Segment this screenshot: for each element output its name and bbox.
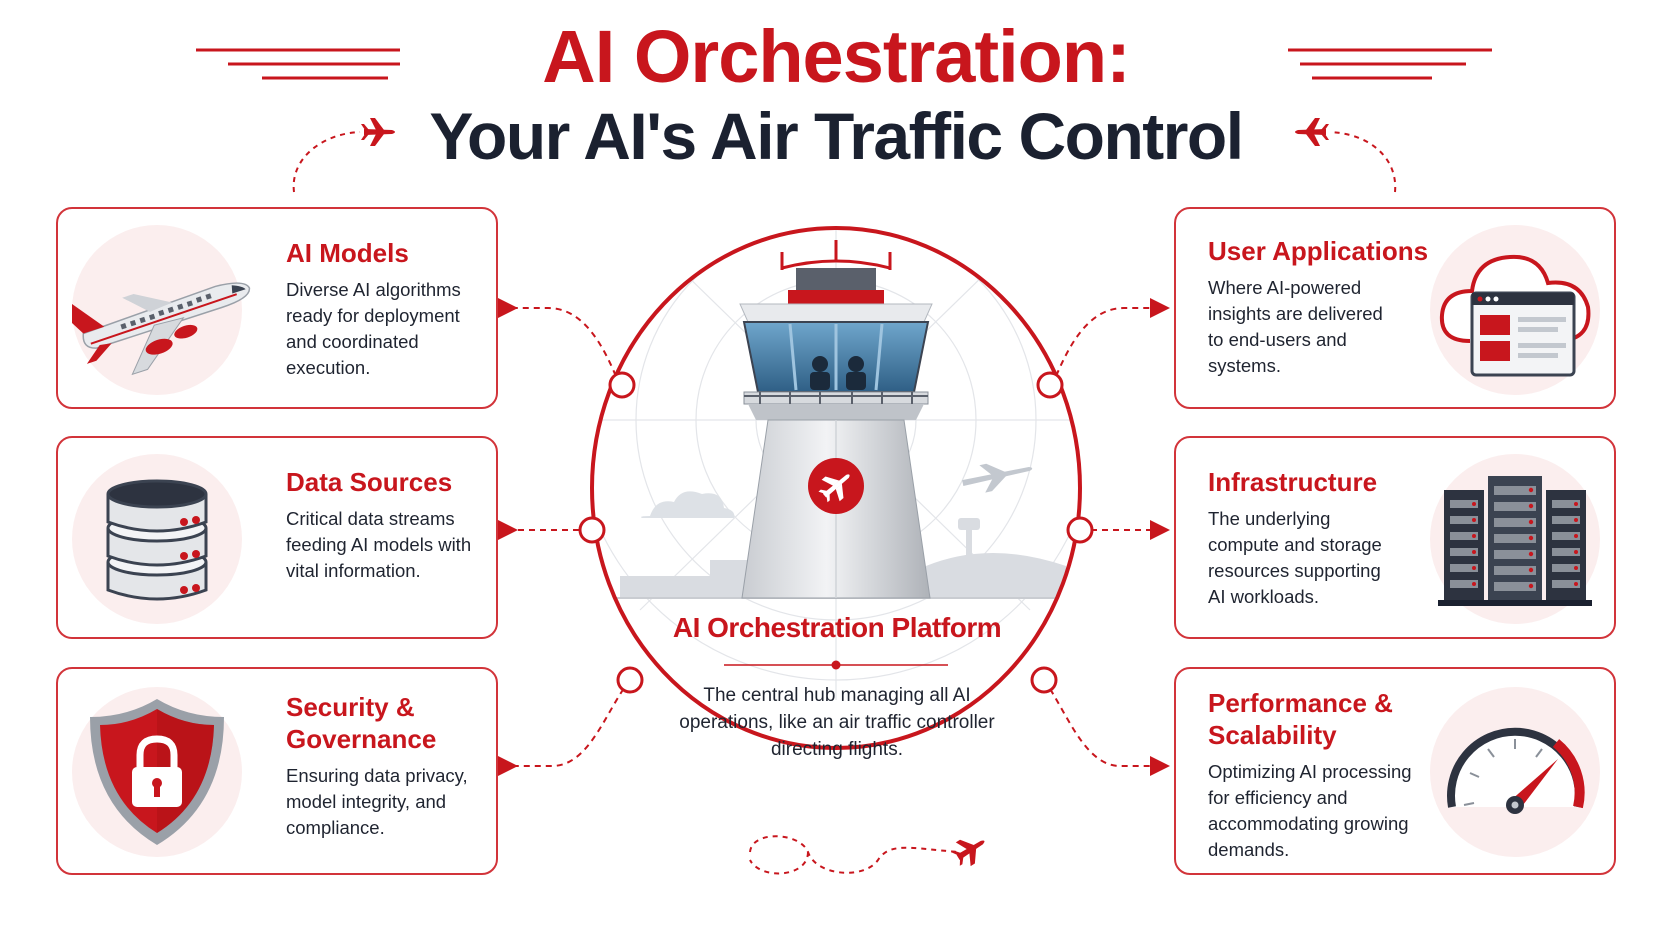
central-hub xyxy=(590,226,1082,750)
card-security-governance: Security & Governance Ensuring data priv… xyxy=(56,667,498,875)
card-description: Where AI-powered insights are delivered … xyxy=(1208,277,1383,376)
card-infrastructure: Infrastructure The underlying compute an… xyxy=(1174,436,1616,639)
database-icon xyxy=(72,454,242,624)
control-tower-icon xyxy=(739,240,933,599)
card-title: Performance & Scalability xyxy=(1208,688,1393,750)
card-ai-models: AI Models Diverse AI algorithms ready fo… xyxy=(56,207,498,409)
card-title: Infrastructure xyxy=(1208,467,1378,497)
title-decor-right xyxy=(1288,48,1492,80)
server-rack-icon xyxy=(1430,454,1600,624)
card-title: AI Models xyxy=(286,238,409,268)
small-plane-icon-right xyxy=(1295,118,1329,146)
card-description: Ensuring data privacy, model integrity, … xyxy=(286,765,468,838)
cloud-app-icon xyxy=(1430,225,1600,395)
shield-lock-icon xyxy=(72,687,242,857)
connector-nodes xyxy=(578,371,1094,694)
main-title: AI Orchestration: xyxy=(542,15,1130,98)
center-title: AI Orchestration Platform xyxy=(672,612,1002,643)
card-title: Security & Governance xyxy=(286,692,437,754)
connectors-right xyxy=(1043,298,1170,776)
connectors-left xyxy=(498,298,631,776)
card-description: The underlying compute and storage resou… xyxy=(1208,508,1382,607)
card-data-sources: Data Sources Critical data streams feedi… xyxy=(56,436,498,639)
airplane-icon xyxy=(72,225,251,395)
center-description: The central hub managing all AI operatio… xyxy=(679,685,995,760)
card-description: Diverse AI algorithms ready for deployme… xyxy=(286,279,461,378)
speedometer-icon xyxy=(1430,687,1600,857)
card-description: Optimizing AI processing for efficiency … xyxy=(1208,761,1412,860)
title-decor-left xyxy=(196,48,400,80)
card-title: User Applications xyxy=(1208,236,1429,266)
card-user-applications: User Applications Where AI-powered insig… xyxy=(1174,207,1616,409)
small-plane-icon-bottom xyxy=(951,839,985,867)
subtitle: Your AI's Air Traffic Control xyxy=(429,99,1244,173)
card-title: Data Sources xyxy=(286,467,453,497)
small-plane-icon-left xyxy=(361,118,395,146)
card-performance-scalability: Performance & Scalability Optimizing AI … xyxy=(1174,667,1616,875)
card-description: Critical data streams feeding AI models … xyxy=(286,508,472,581)
